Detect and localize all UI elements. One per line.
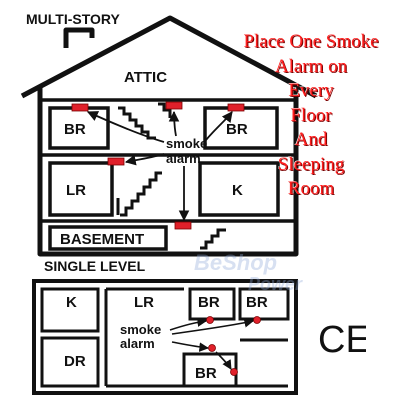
- room-label-br1-single: BR: [198, 294, 220, 311]
- stair-icon-upper: [118, 102, 172, 140]
- room-label-basement: BASEMENT: [60, 231, 144, 248]
- note-line: Room: [287, 178, 335, 199]
- single-level-walls: [32, 279, 298, 395]
- room-label-br3-single: BR: [195, 365, 217, 382]
- room-label-dr-single: DR: [64, 353, 86, 370]
- room-label-k: K: [232, 182, 243, 199]
- house-outline-icon: [20, 15, 318, 257]
- note-line: And: [294, 129, 328, 150]
- multistory-title: MULTI-STORY: [26, 11, 121, 27]
- room-label-k-single: K: [66, 294, 77, 311]
- room-label-br-left: BR: [64, 121, 86, 138]
- callout-alarm-multistory: alarm: [166, 151, 201, 166]
- callout-arrow-icons-multistory: [87, 110, 233, 222]
- room-label-br2-single: BR: [246, 294, 268, 311]
- smoke-alarm-marker-icon: [71, 103, 89, 112]
- note-line: Floor: [290, 104, 332, 126]
- stair-icon-lower: [200, 228, 226, 250]
- smoke-alarm-marker-icon: [253, 316, 261, 324]
- note-line: Every: [288, 80, 334, 101]
- smoke-alarm-marker-icon: [230, 368, 238, 376]
- smoke-alarm-marker-icon: [208, 344, 216, 352]
- callout-smoke-single: smoke: [120, 322, 161, 337]
- multistory-interior-walls: [40, 98, 296, 251]
- placement-advice-note: Place One Smoke Alarm on Every Floor And…: [226, 30, 396, 202]
- smoke-alarm-marker-icon: [227, 103, 245, 112]
- room-label-lr-single: LR: [134, 294, 154, 311]
- callout-arrow-icons-single: [169, 317, 254, 370]
- smoke-alarm-marker-icon: [107, 157, 125, 166]
- smoke-alarm-markers-multistory: [71, 101, 245, 230]
- single-level-title: SINGLE LEVEL: [44, 258, 146, 274]
- ce-mark-text: CE: [318, 319, 366, 358]
- note-line: Place One Smoke: [243, 31, 379, 52]
- smoke-alarm-marker-icon: [165, 101, 183, 110]
- callout-alarm-single: alarm: [120, 336, 155, 351]
- room-label-attic: ATTIC: [124, 69, 167, 86]
- callout-smoke-multistory: smoke: [166, 136, 207, 151]
- smoke-alarm-marker-icon: [206, 316, 214, 324]
- note-line: Alarm on: [274, 55, 348, 77]
- room-label-lr: LR: [66, 182, 86, 199]
- room-label-br-right: BR: [226, 121, 248, 138]
- smoke-alarm-marker-icon: [174, 221, 192, 230]
- note-line: Sleeping: [277, 153, 345, 175]
- stair-icon-middle: [116, 171, 162, 217]
- ce-mark-icon: CE: [318, 319, 366, 358]
- smoke-alarm-markers-single: [206, 316, 261, 376]
